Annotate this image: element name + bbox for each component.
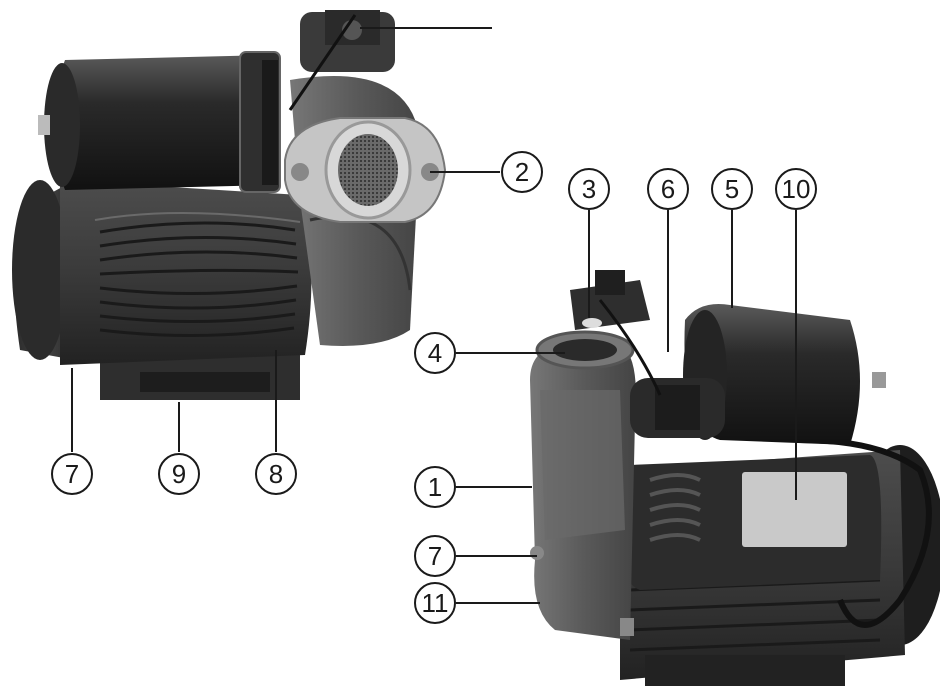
right-pump	[530, 270, 940, 686]
left-pump	[12, 10, 447, 400]
callout-2-label: 2	[515, 157, 529, 187]
callout-1: 1	[414, 466, 456, 508]
callout-7-right-label: 7	[428, 541, 442, 571]
callout-5-label: 5	[725, 174, 739, 204]
right-label-plate	[742, 472, 847, 547]
callout-7-right: 7	[414, 535, 456, 577]
callout-10: 10	[775, 168, 817, 210]
callout-4: 4	[414, 332, 456, 374]
callout-6: 6	[647, 168, 689, 210]
left-cooling-fins	[99, 221, 299, 338]
right-power-cable	[799, 437, 932, 628]
callout-3: 3	[568, 168, 610, 210]
callout-1-label: 1	[428, 472, 442, 502]
callout-10-label: 10	[782, 174, 811, 204]
callout-9-label: 9	[172, 459, 186, 489]
callout-9: 9	[158, 453, 200, 495]
callout-8-label: 8	[269, 459, 283, 489]
left-pressure-tank	[52, 55, 275, 190]
callout-7-left: 7	[51, 453, 93, 495]
leader-lines	[71, 27, 797, 604]
callout-2: 2	[501, 151, 543, 193]
callout-11-label: 11	[422, 588, 449, 618]
callout-11: 11	[414, 582, 456, 624]
callout-8: 8	[255, 453, 297, 495]
right-pressure-tank	[684, 304, 860, 445]
left-inlet-mesh	[338, 134, 398, 206]
callout-6-label: 6	[661, 174, 675, 204]
callout-3-label: 3	[582, 174, 596, 204]
callout-5: 5	[711, 168, 753, 210]
callout-4-label: 4	[428, 338, 442, 368]
callout-7-left-label: 7	[65, 459, 79, 489]
